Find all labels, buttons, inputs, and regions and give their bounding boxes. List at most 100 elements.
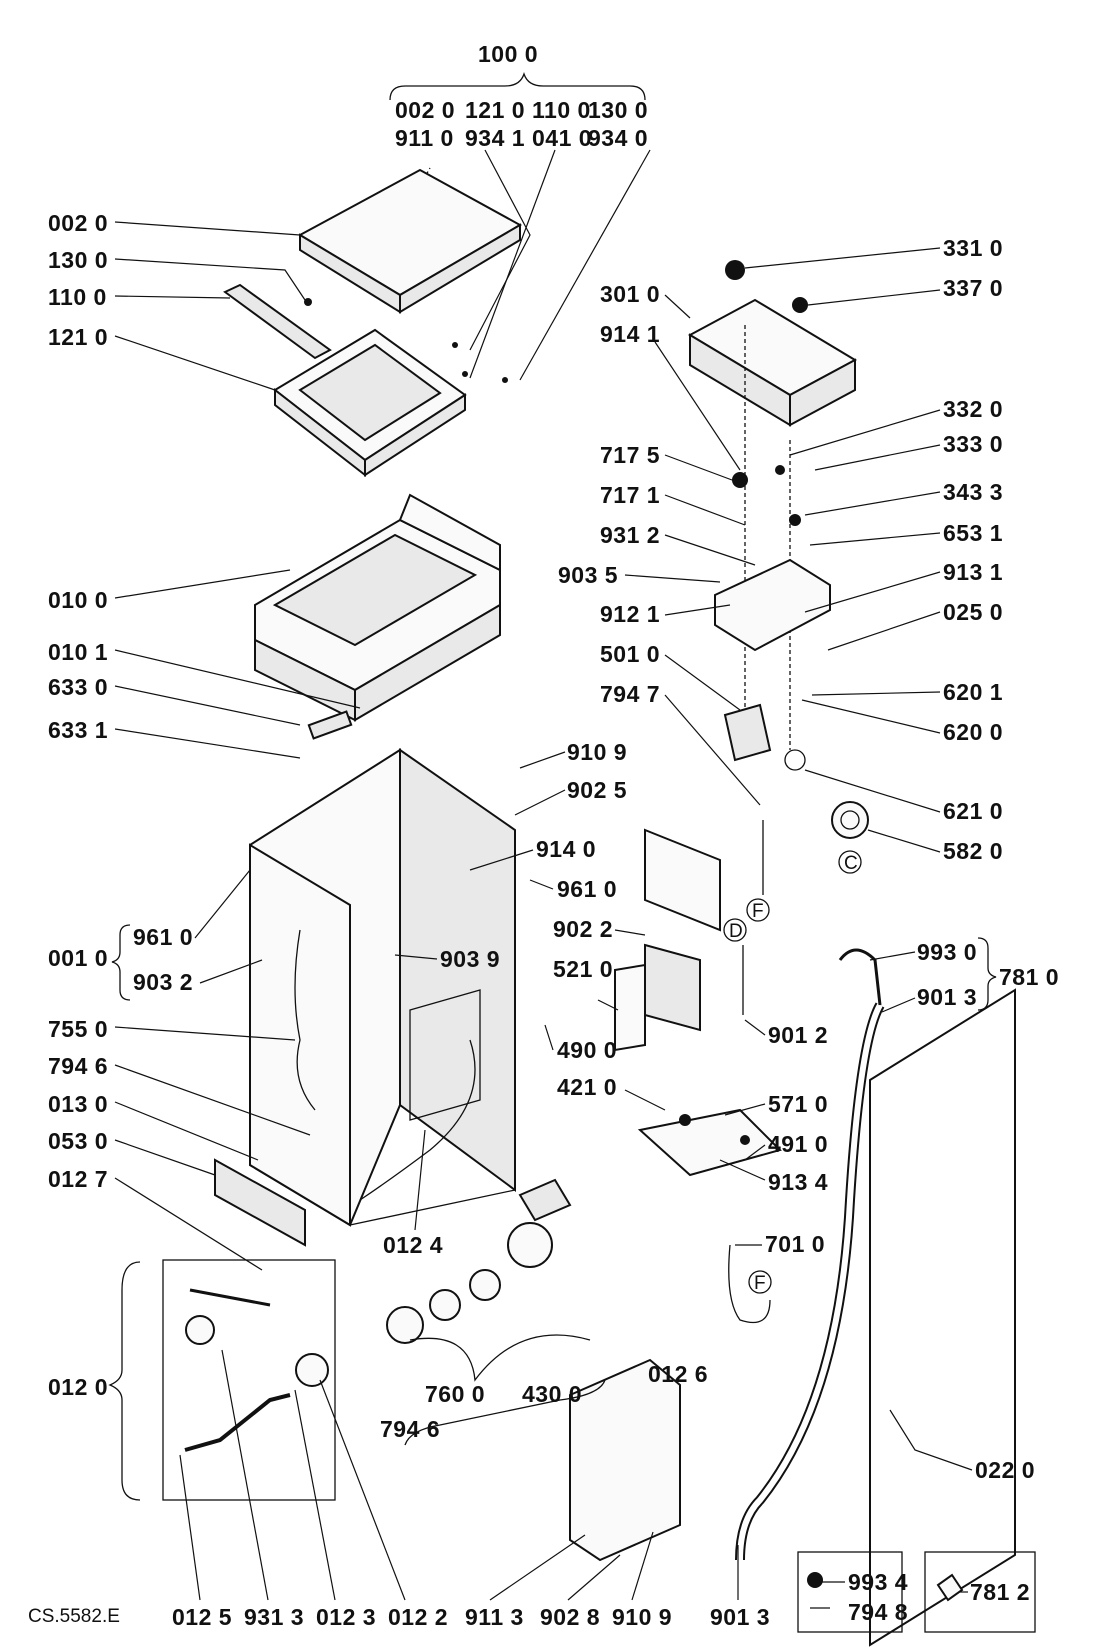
right-label-7: 717 1 bbox=[600, 482, 660, 508]
assembly-row1-1: 121 0 bbox=[465, 97, 525, 123]
bottom-label-7: 901 3 bbox=[710, 1604, 770, 1630]
connector-f2-letter: F bbox=[754, 1273, 766, 1294]
bottom-label-5: 902 8 bbox=[540, 1604, 600, 1630]
right-label-13: 912 1 bbox=[600, 601, 660, 627]
right-label-10: 931 2 bbox=[600, 522, 660, 548]
connector-f1-circle bbox=[746, 898, 770, 922]
middle-label-7: 490 0 bbox=[557, 1037, 617, 1063]
left-label-11: 053 0 bbox=[48, 1128, 108, 1154]
right-label-11: 903 5 bbox=[558, 562, 618, 588]
cover-sheet-part bbox=[644, 828, 721, 932]
drain-hose-brace bbox=[977, 937, 997, 1011]
assembly-row1-3: 130 0 bbox=[588, 97, 648, 123]
control-panel-part bbox=[687, 260, 858, 427]
right-label-2: 301 0 bbox=[600, 281, 660, 307]
left-label-5: 010 1 bbox=[48, 639, 108, 665]
tub-frame-part bbox=[254, 493, 501, 722]
left-label-13: 012 0 bbox=[48, 1374, 108, 1400]
cabinet-part bbox=[249, 748, 516, 1227]
middle-label-12: 913 4 bbox=[768, 1169, 828, 1195]
assembly-row2-3: 934 0 bbox=[588, 125, 648, 151]
connector-c-letter: C bbox=[844, 853, 858, 874]
small-parts-box-1 bbox=[797, 1551, 903, 1633]
middle-label-4: 903 9 bbox=[440, 946, 500, 972]
left-label-6: 633 0 bbox=[48, 674, 108, 700]
right-label-6: 717 5 bbox=[600, 442, 660, 468]
right-label-5: 333 0 bbox=[943, 431, 1003, 457]
assembly-row2-2: 041 0 bbox=[532, 125, 592, 151]
right-label-14: 025 0 bbox=[943, 599, 1003, 625]
connector-f1-letter: F bbox=[752, 901, 764, 922]
left-label-1: 130 0 bbox=[48, 247, 108, 273]
right-label-12: 913 1 bbox=[943, 559, 1003, 585]
cabinet-brace bbox=[111, 924, 131, 1001]
footer-code: CS.5582.E bbox=[28, 1606, 120, 1627]
middle-label-11: 491 0 bbox=[768, 1131, 828, 1157]
cabinet-label: 001 0 bbox=[48, 945, 108, 971]
middle-label-10: 571 0 bbox=[768, 1091, 828, 1117]
middle-label-17: 430 0 bbox=[522, 1381, 582, 1407]
left-label-2: 110 0 bbox=[48, 284, 107, 310]
right-label-17: 794 7 bbox=[600, 681, 660, 707]
left-label-3: 121 0 bbox=[48, 324, 108, 350]
panel-label: 022 0 bbox=[975, 1457, 1035, 1483]
drain-group-label: 781 0 bbox=[999, 964, 1059, 990]
cabinet-sub-0: 961 0 bbox=[133, 924, 193, 950]
rear-bracket-part bbox=[569, 1358, 681, 1562]
middle-label-15: 012 6 bbox=[648, 1361, 708, 1387]
bottom-label-4: 911 3 bbox=[465, 1604, 524, 1630]
filter-part bbox=[614, 963, 646, 1052]
assembly-row1-0: 002 0 bbox=[395, 97, 455, 123]
left-label-4: 010 0 bbox=[48, 587, 108, 613]
left-label-0: 002 0 bbox=[48, 210, 108, 236]
pulley-part bbox=[831, 801, 869, 839]
connector-f2-circle bbox=[748, 1270, 772, 1294]
middle-label-0: 910 9 bbox=[567, 739, 627, 765]
hinge-bar-part bbox=[223, 283, 332, 360]
connector-d-letter: D bbox=[729, 921, 743, 942]
right-label-4: 332 0 bbox=[943, 396, 1003, 422]
right-label-3: 914 1 bbox=[600, 321, 660, 347]
middle-label-3: 961 0 bbox=[557, 876, 617, 902]
top-frame-part bbox=[273, 328, 467, 478]
small-box-item-0: 993 4 bbox=[848, 1569, 908, 1595]
assembly-brace bbox=[389, 71, 646, 101]
left-label-10: 013 0 bbox=[48, 1091, 108, 1117]
assembly-label: 100 0 bbox=[478, 41, 538, 67]
right-label-8: 343 3 bbox=[943, 479, 1003, 505]
assembly-row2-0: 911 0 bbox=[395, 125, 454, 151]
middle-label-8: 421 0 bbox=[557, 1074, 617, 1100]
shield-part bbox=[644, 943, 701, 1032]
right-label-16: 620 1 bbox=[943, 679, 1003, 705]
left-label-8: 755 0 bbox=[48, 1016, 108, 1042]
kit-brace bbox=[108, 1261, 141, 1501]
right-label-1: 337 0 bbox=[943, 275, 1003, 301]
middle-label-2: 914 0 bbox=[536, 836, 596, 862]
left-label-7: 633 1 bbox=[48, 717, 108, 743]
connector-c-circle bbox=[838, 850, 862, 874]
side-panel-part bbox=[869, 988, 1016, 1647]
assembly-row2-1: 934 1 bbox=[465, 125, 525, 151]
middle-label-1: 902 5 bbox=[567, 777, 627, 803]
bottom-label-6: 910 9 bbox=[612, 1604, 672, 1630]
programmer-bracket-part bbox=[714, 558, 831, 652]
drain-sub-1: 901 3 bbox=[917, 984, 977, 1010]
right-label-19: 621 0 bbox=[943, 798, 1003, 824]
middle-label-18: 794 6 bbox=[380, 1416, 440, 1442]
bottom-label-1: 931 3 bbox=[244, 1604, 304, 1630]
plinth-part bbox=[214, 1158, 306, 1247]
cabinet-sub-1: 903 2 bbox=[133, 969, 193, 995]
right-label-9: 653 1 bbox=[943, 520, 1003, 546]
top-lid-part bbox=[297, 168, 523, 314]
connector-d-circle bbox=[723, 918, 747, 942]
middle-label-5: 902 2 bbox=[553, 916, 613, 942]
drain-pump-part bbox=[386, 1178, 572, 1344]
timer-motor-part bbox=[723, 703, 772, 762]
pressure-switch-bracket-part bbox=[637, 1108, 782, 1177]
middle-label-14: 012 4 bbox=[383, 1232, 443, 1258]
drain-sub-0: 993 0 bbox=[917, 939, 977, 965]
right-label-15: 501 0 bbox=[600, 641, 660, 667]
right-label-20: 582 0 bbox=[943, 838, 1003, 864]
inlet-hose-part bbox=[728, 1244, 771, 1324]
